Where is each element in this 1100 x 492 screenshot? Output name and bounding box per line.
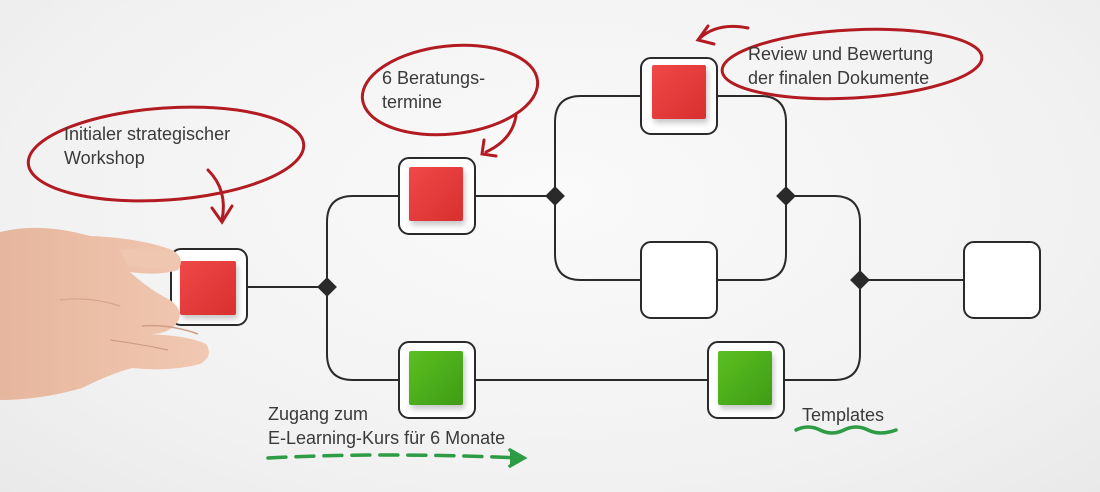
green-block-templates — [718, 351, 772, 405]
arrow-beratung — [484, 114, 518, 154]
red-block-start — [180, 261, 236, 315]
arrow-review — [698, 24, 750, 40]
diamond-1 — [317, 277, 337, 297]
label-review: Review und Bewertung der finalen Dokumen… — [748, 42, 933, 90]
green-marker-annotations — [266, 425, 898, 468]
hand-image — [0, 227, 209, 400]
blocks — [180, 65, 772, 405]
node-frame-end — [963, 241, 1041, 319]
node-frame-empty-middle — [640, 241, 718, 319]
label-elearning: Zugang zum E-Learning-Kurs für 6 Monate — [268, 402, 505, 450]
circle-review — [720, 27, 984, 101]
green-block-elearning — [409, 351, 463, 405]
label-line: termine — [382, 92, 443, 112]
red-block-beratung — [409, 167, 463, 221]
label-line: E-Learning-Kurs für 6 Monate — [268, 428, 506, 448]
diamond-3 — [776, 186, 796, 206]
label-line: Initialer strategischer — [64, 124, 231, 144]
red-marker-annotations — [26, 24, 984, 225]
label-beratungstermine: 6 Beratungs- termine — [382, 66, 485, 114]
circle-beratung — [360, 43, 540, 137]
dashed-arrow-elearning — [266, 453, 524, 460]
arrow-workshop — [206, 168, 225, 222]
connector-lines — [247, 95, 964, 381]
label-templates: Templates — [802, 403, 884, 427]
label-line: der finalen Dokumente — [748, 68, 930, 88]
label-line: Review und Bewertung — [748, 44, 934, 64]
red-block-review — [652, 65, 706, 119]
label-line: 6 Beratungs- — [382, 68, 486, 88]
node-frames — [170, 57, 1041, 419]
label-line: Workshop — [64, 148, 145, 168]
label-line: Zugang zum — [268, 404, 369, 424]
diamond-2 — [545, 186, 565, 206]
label-initial-workshop: Initialer strategischer Workshop — [64, 122, 230, 170]
circle-workshop — [26, 105, 306, 203]
diamond-4 — [850, 270, 870, 290]
squiggle-templates — [794, 425, 898, 435]
label-line: Templates — [802, 405, 885, 425]
